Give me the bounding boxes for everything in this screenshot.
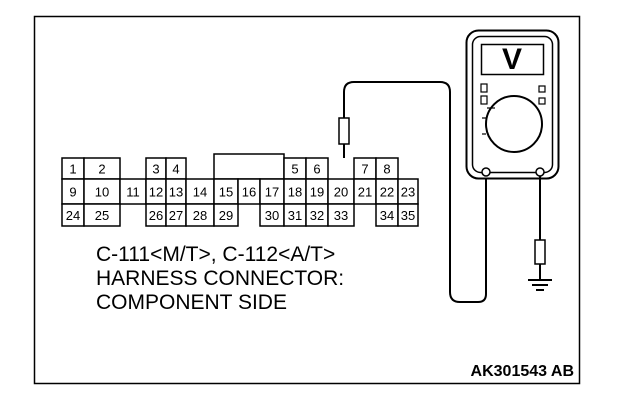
- meter-display: [480, 43, 545, 76]
- meter-negative-terminal: [481, 167, 491, 177]
- pin-label: 13: [169, 185, 183, 200]
- connector-cavity: [327, 178, 355, 205]
- connector-cavity: [119, 178, 147, 205]
- pin-label: 14: [193, 185, 207, 200]
- pin-label: 23: [401, 185, 415, 200]
- pin-label: 35: [401, 208, 415, 223]
- pin-label: 19: [310, 185, 324, 200]
- test-lead-wire: [343, 81, 487, 303]
- pin-label: 26: [149, 208, 163, 223]
- pin-label: 15: [219, 185, 233, 200]
- pin-label: 18: [288, 185, 302, 200]
- connector-cavity: [397, 203, 419, 227]
- connector-cavity: [327, 203, 355, 227]
- meter-positive-terminal: [535, 167, 545, 177]
- meter-dial: [485, 95, 543, 153]
- pin-label: 25: [95, 208, 109, 223]
- pin-label: 31: [288, 208, 302, 223]
- pin-label: 9: [69, 185, 76, 200]
- connector-latch: [213, 153, 285, 180]
- pin-label: 32: [310, 208, 324, 223]
- probe-tip: [338, 117, 350, 158]
- pin-label: 27: [169, 208, 183, 223]
- pin-label: 8: [383, 162, 390, 177]
- pin-label: 24: [66, 208, 80, 223]
- pin-label: 5: [291, 162, 298, 177]
- pin-label: 29: [219, 208, 233, 223]
- pin-label: 3: [152, 162, 159, 177]
- pin-label: 34: [380, 208, 394, 223]
- pin-label: 6: [313, 162, 320, 177]
- pin-label: 12: [149, 185, 163, 200]
- pin-label: 17: [265, 185, 279, 200]
- pin-label: 28: [193, 208, 207, 223]
- connector-cavity: [83, 203, 121, 227]
- pin-label: 4: [172, 162, 179, 177]
- ground-lead: [534, 176, 546, 280]
- pin-label: 30: [265, 208, 279, 223]
- multimeter: V: [465, 29, 560, 180]
- pin-label: 21: [358, 185, 372, 200]
- pin-label: 22: [380, 185, 394, 200]
- pin-label: 2: [98, 162, 105, 177]
- pin-label: 11: [126, 185, 140, 200]
- connector-cavity: [185, 178, 215, 205]
- caption-line-2: HARNESS CONNECTOR:: [96, 267, 344, 290]
- pin-label: 16: [242, 185, 256, 200]
- pin-label: 33: [334, 208, 348, 223]
- voltmeter-icon: V: [502, 43, 522, 76]
- connector-cavity: [213, 203, 239, 227]
- connector-cavity: [213, 178, 239, 205]
- pin-label: 20: [334, 185, 348, 200]
- caption-line-3: COMPONENT SIDE: [96, 291, 287, 314]
- caption-line-1: C-111<M/T>, C-112<A/T>: [96, 243, 335, 266]
- pin-label: 1: [69, 162, 76, 177]
- diagram-frame: [33, 15, 581, 385]
- pin-label: 10: [95, 185, 109, 200]
- ground-icon: [528, 279, 552, 291]
- figure-code: AK301543 AB: [471, 363, 574, 380]
- pin-label: 7: [361, 162, 368, 177]
